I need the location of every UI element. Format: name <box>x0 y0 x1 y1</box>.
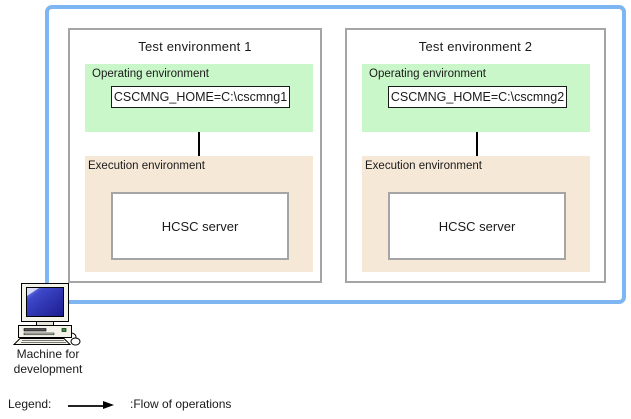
operating-environment-2-box: Operating environment CSCMNG_HOME=C:\csc… <box>362 64 590 132</box>
operating-environment-2-label: Operating environment <box>369 68 486 80</box>
legend-label: Legend: <box>8 397 52 411</box>
legend-meaning: :Flow of operations <box>130 397 232 411</box>
legend-flow-arrow-icon <box>68 400 116 411</box>
execution-environment-1-label: Execution environment <box>88 160 205 172</box>
machine-label-line1: Machine for <box>16 347 80 361</box>
cscmng-home-1-box: CSCMNG_HOME=C:\cscmng1 <box>111 86 290 108</box>
operating-environment-1-box: Operating environment CSCMNG_HOME=C:\csc… <box>85 64 313 132</box>
test-environment-2-title: Test environment 2 <box>418 39 533 54</box>
test-environment-1-box: Test environment 1 Operating environment… <box>68 28 322 283</box>
test-environment-1-title: Test environment 1 <box>138 39 252 54</box>
legend-arrow-shaft <box>68 405 104 407</box>
hcsc-server-1-box: HCSC server <box>111 192 289 260</box>
test-environment-2-box: Test environment 2 Operating environment… <box>345 28 606 283</box>
operating-environment-1-label: Operating environment <box>92 68 209 80</box>
execution-environment-2-box: Execution environment HCSC server <box>362 156 590 272</box>
cscmng-home-2-box: CSCMNG_HOME=C:\cscmng2 <box>388 86 567 108</box>
execution-environment-1-box: Execution environment HCSC server <box>85 156 313 272</box>
legend-arrow-head <box>103 401 114 409</box>
hcsc-server-2-box: HCSC server <box>388 192 566 260</box>
computer-icon <box>12 283 81 346</box>
machine-label: Machine for development <box>2 347 94 377</box>
execution-environment-2-label: Execution environment <box>365 160 482 172</box>
machine-label-line2: development <box>13 362 83 376</box>
